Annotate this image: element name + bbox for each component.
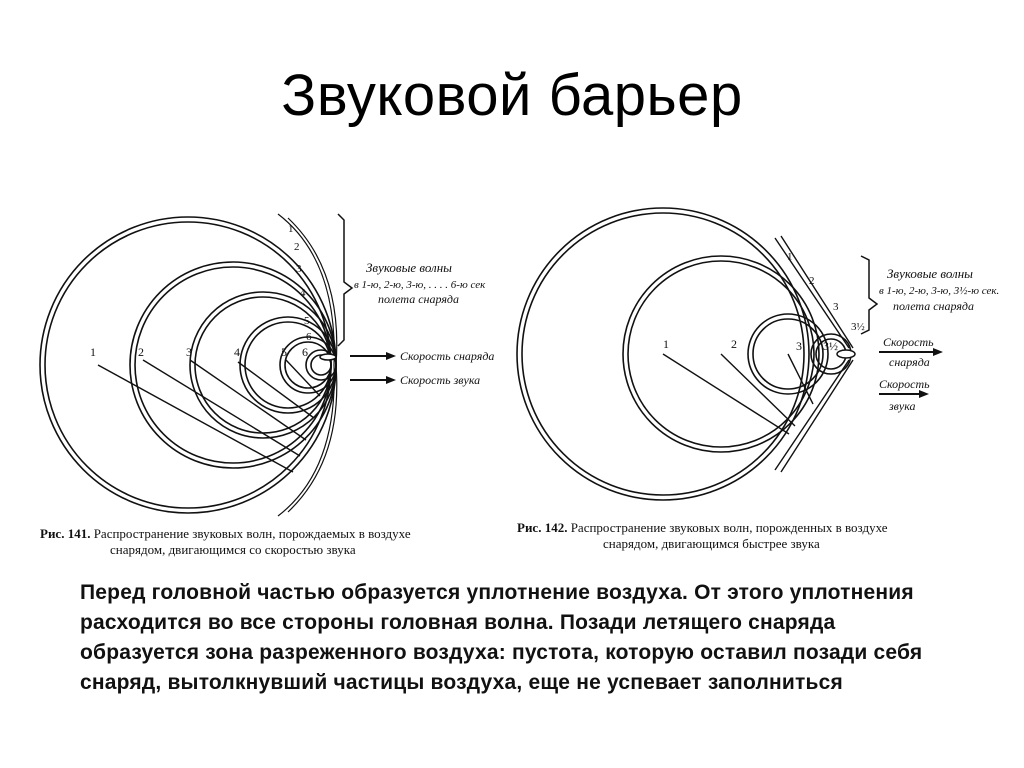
- wave-circle-3: [747, 313, 829, 395]
- projectile-velocity-arrowhead: [386, 352, 396, 360]
- radial-arrows: [97, 359, 321, 473]
- radial-line-4: [237, 361, 315, 419]
- radial-line-2: [142, 359, 301, 457]
- circle-label-5: 5: [281, 345, 287, 359]
- slide-title: Звуковой барьер: [281, 63, 743, 128]
- figure-142: 1 2 3 3½ 1 2 3 3½ Звуковые волны в 1-ю, …: [513, 198, 999, 562]
- slide-body-text: Перед головной частью образуется уплотне…: [80, 581, 923, 694]
- circle-label-4: 4: [234, 345, 240, 359]
- waves-bracket: [860, 255, 879, 335]
- edge-label-6: 6: [306, 331, 312, 343]
- arrow-sound-label-2: звука: [888, 399, 916, 413]
- circle-label-3: 3: [186, 345, 192, 359]
- circle-label-1: 1: [663, 337, 669, 351]
- caption-line-2: снарядом, двигающимся со скоростью звука: [110, 542, 356, 557]
- edge-label-1: 1: [288, 223, 294, 235]
- figure-142-diagram: 1 2 3 3½ 1 2 3 3½ Звуковые волны в 1-ю, …: [516, 207, 999, 501]
- front-line-c: [277, 364, 335, 517]
- wave-circle-5-inner: [284, 341, 332, 389]
- sound-wave-circles: [516, 207, 852, 501]
- circle-label-1: 1: [90, 345, 96, 359]
- projectile-icon: [836, 349, 856, 359]
- edge-label-2: 2: [809, 275, 815, 287]
- sound-velocity-arrowhead: [919, 390, 929, 398]
- mach-line-top-2: [780, 235, 854, 349]
- waves-title: Звуковые волны: [366, 260, 452, 275]
- wave-circle-3: [189, 291, 337, 439]
- figure-141-caption: Рис. 141. Распространение звуковых волн,…: [40, 526, 411, 542]
- waves-title: Звуковые волны: [887, 266, 973, 281]
- front-line-b: [287, 217, 338, 366]
- wave-circle-4-inner: [244, 321, 332, 409]
- arrow-projectile-label-1: Скорость: [883, 335, 934, 349]
- figure-141-diagram: 1 2 3 4 5 6 1 2 3 4 5 6 Звуковые волны в…: [39, 213, 494, 517]
- radial-line-3: [189, 359, 307, 441]
- wave-circle-2-inner: [627, 260, 815, 448]
- radial-line-1: [97, 364, 294, 473]
- circle-label-35: 3½: [823, 339, 838, 353]
- mach-cone-lines: [774, 235, 854, 473]
- edge-label-35: 3½: [851, 321, 865, 333]
- wave-front-lines: [277, 213, 338, 517]
- arrow-sound-label: Скорость звука: [400, 373, 480, 387]
- projectile-icon: [319, 353, 337, 361]
- radial-line-1: [662, 353, 790, 435]
- edge-label-2: 2: [294, 241, 300, 253]
- radial-arrows: [662, 353, 814, 435]
- edge-label-3: 3: [296, 263, 302, 275]
- waves-line-2: в 1-ю, 2-ю, 3-ю, 3½-ю сек.: [879, 285, 999, 297]
- caption-line-1: Распространение звуковых волн, порождаем…: [93, 526, 411, 541]
- caption-number: Рис. 141.: [40, 526, 91, 541]
- edge-label-1: 1: [787, 251, 793, 263]
- projectile-velocity-arrowhead: [933, 348, 943, 356]
- waves-line-3: полета снаряда: [378, 292, 459, 306]
- waves-bracket: [337, 213, 354, 347]
- caption-number: Рис. 142.: [517, 520, 568, 535]
- circle-label-6: 6: [302, 345, 308, 359]
- front-line-a: [277, 213, 335, 366]
- wave-circle-5: [279, 336, 337, 394]
- front-line-d: [287, 364, 338, 513]
- waves-line-2: в 1-ю, 2-ю, 3-ю, . . . . 6-ю сек: [354, 279, 486, 291]
- wave-circle-1: [516, 207, 810, 501]
- mach-line-top: [774, 237, 850, 349]
- edge-label-3: 3: [833, 301, 839, 313]
- circle-label-2: 2: [138, 345, 144, 359]
- circle-label-2: 2: [731, 337, 737, 351]
- caption-line-1: Распространение звуковых волн, порожденн…: [570, 520, 888, 535]
- arrow-sound-label-1: Скорость: [879, 377, 930, 391]
- figure-141: 1 2 3 4 5 6 1 2 3 4 5 6 Звуковые волны в…: [38, 200, 508, 562]
- arrow-projectile-label: Скорость снаряда: [400, 349, 494, 363]
- radial-line-2: [720, 353, 796, 427]
- mach-line-bottom-2: [780, 359, 854, 473]
- mach-line-bottom: [774, 359, 850, 471]
- wave-circle-2: [622, 255, 820, 453]
- waves-line-3: полета снаряда: [893, 299, 974, 313]
- sound-velocity-arrowhead: [386, 376, 396, 384]
- figure-142-caption: Рис. 142. Распространение звуковых волн,…: [517, 520, 888, 536]
- caption-line-2: снарядом, двигающимся быстрее звука: [603, 536, 820, 551]
- radial-line-3: [787, 353, 814, 405]
- wave-circle-1-inner: [521, 212, 805, 496]
- wave-circle-3-inner: [752, 318, 824, 390]
- edge-label-4: 4: [300, 287, 306, 299]
- wave-circle-1-inner: [44, 221, 332, 509]
- edge-label-5: 5: [304, 315, 310, 327]
- circle-label-3: 3: [796, 339, 802, 353]
- arrow-projectile-label-2: снаряда: [889, 355, 930, 369]
- radial-line-5: [285, 359, 321, 397]
